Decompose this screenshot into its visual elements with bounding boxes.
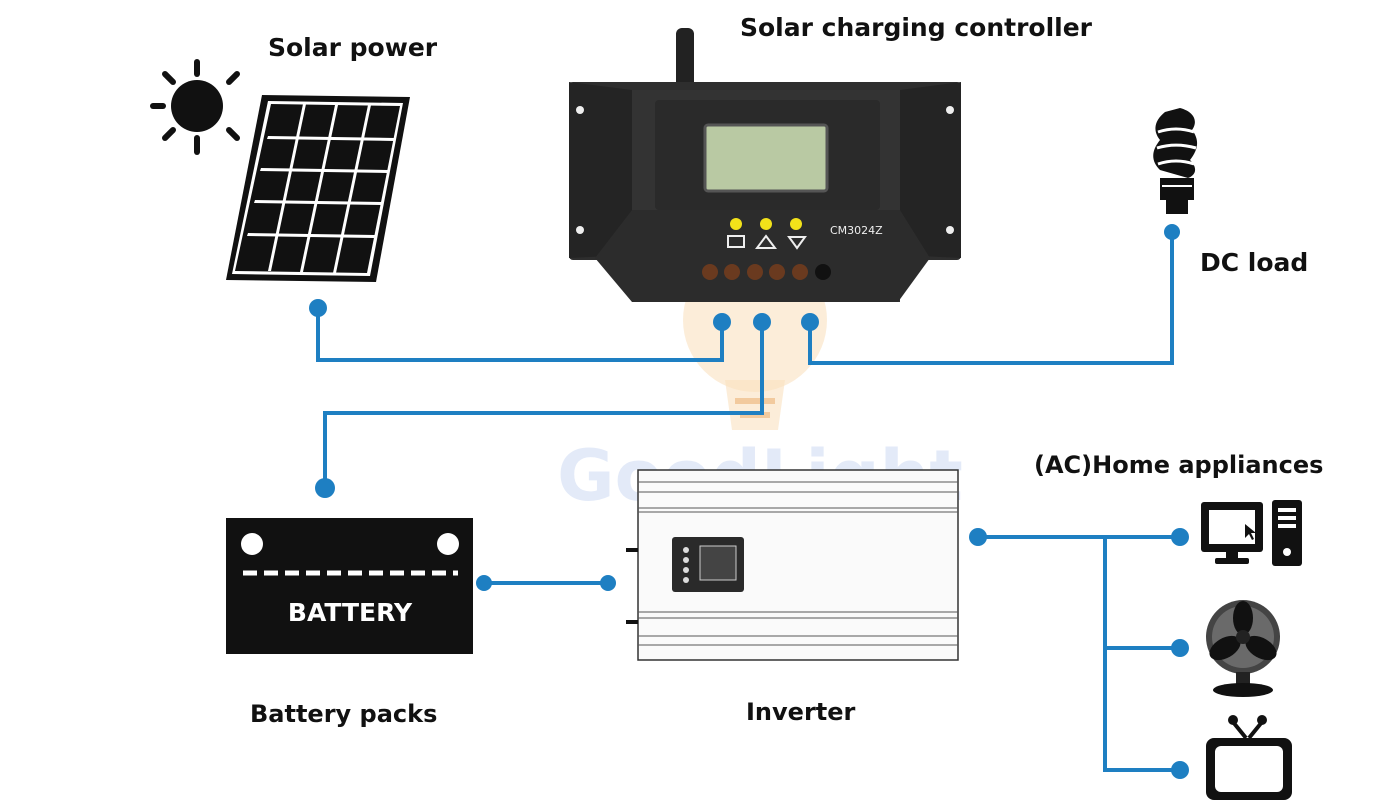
controller-model: CM3024Z — [830, 224, 883, 237]
wire-nodes — [309, 224, 1189, 779]
controller-terminals — [702, 264, 831, 280]
led-2 — [760, 218, 772, 230]
charge-controller-icon: CM3024Z — [569, 28, 961, 302]
computer-icon — [1201, 500, 1302, 566]
label-inverter: Inverter — [746, 698, 856, 726]
inverter-icon — [626, 469, 959, 661]
label-battery-packs: Battery packs — [250, 700, 437, 728]
bulb-icon — [1153, 108, 1198, 214]
wire-ac-trunk — [1103, 537, 1180, 772]
battery-text: BATTERY — [288, 598, 413, 627]
controller-lcd — [703, 123, 829, 193]
battery-icon: BATTERY — [226, 518, 473, 654]
fan-icon — [1206, 600, 1280, 697]
label-dc-load: DC load — [1200, 248, 1308, 277]
wire-panel-to-controller — [316, 308, 724, 362]
label-controller: Solar charging controller — [740, 13, 1093, 42]
sun-icon — [150, 59, 240, 155]
label-ac-home: (AC)Home appliances — [1034, 451, 1323, 479]
led-1 — [730, 218, 742, 230]
wires — [316, 232, 1180, 772]
label-solar-power: Solar power — [268, 33, 438, 62]
wire-controller-to-battery — [323, 322, 764, 488]
tv-icon — [1206, 715, 1292, 800]
wire-controller-to-dcload — [808, 232, 1174, 365]
solar-panel-icon — [226, 95, 410, 282]
led-3 — [790, 218, 802, 230]
